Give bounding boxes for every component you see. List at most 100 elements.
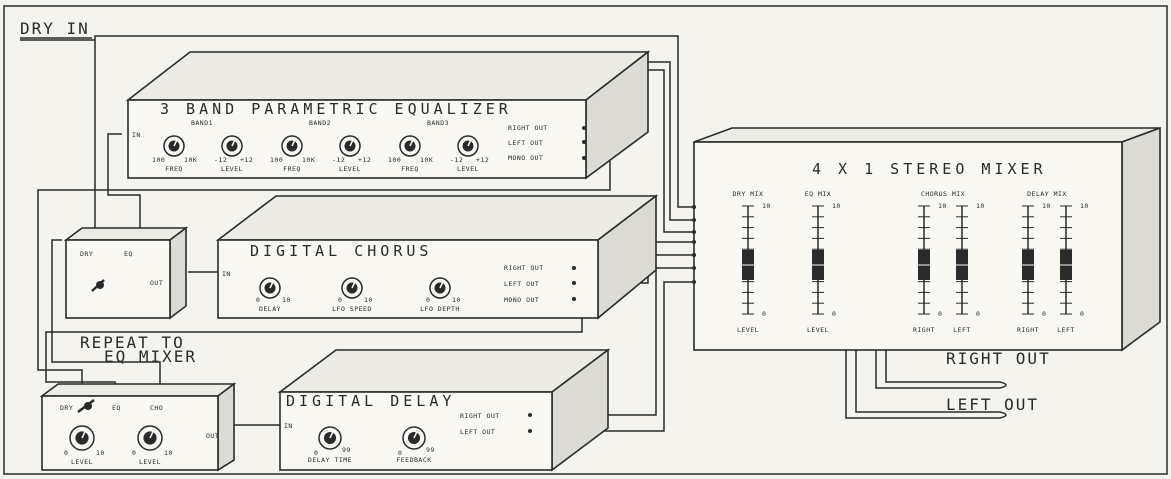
mixer-group-label: DELAY MIX — [1027, 190, 1067, 198]
equalizer-band-label: BAND3 — [427, 119, 449, 127]
toggle-switch-icon[interactable] — [91, 279, 105, 292]
fader-scale-bottom: 0 — [938, 310, 942, 318]
chorus-knob-label: DELAY — [259, 305, 281, 313]
knob-scale: -12 — [332, 156, 345, 164]
level-knob[interactable] — [221, 135, 243, 157]
dry-in-label: DRY IN — [20, 19, 92, 39]
fader-bottom-label: LEVEL — [807, 326, 829, 334]
freq-knob[interactable] — [163, 135, 185, 157]
delay-knob-label: DELAY TIME — [308, 456, 352, 464]
dry-in-text: DRY IN — [20, 19, 90, 38]
equalizer-band-label: BAND2 — [309, 119, 331, 127]
knob-scale: 10K — [302, 156, 315, 164]
repeat-line2: EQ MIXER — [104, 347, 197, 366]
freq-label: FREQ — [283, 165, 301, 173]
fader-scale-bottom: 0 — [1042, 310, 1046, 318]
mixer-group-label: DRY MIX — [733, 190, 764, 198]
level-label: LEVEL — [139, 458, 161, 466]
knob-scale: 100 — [152, 156, 165, 164]
fader-scale-top: 10 — [1080, 202, 1089, 210]
fader[interactable] — [812, 205, 824, 315]
knob-scale: 99 — [426, 446, 435, 454]
fader-scale-top: 10 — [976, 202, 985, 210]
chorus-knob[interactable] — [341, 277, 363, 299]
level-label: LEVEL — [221, 165, 243, 173]
knob-scale: 100 — [270, 156, 283, 164]
fader[interactable] — [918, 205, 930, 315]
chorus-left-out: LEFT OUT — [504, 280, 539, 288]
level-knob[interactable] — [69, 425, 95, 451]
fader-bottom-label: LEFT — [953, 326, 971, 334]
fader-bottom-label: LEFT — [1057, 326, 1075, 334]
level-label: LEVEL — [457, 165, 479, 173]
delay-knob[interactable] — [318, 426, 342, 450]
equalizer-unit: 3 BAND PARAMETRIC EQUALIZER IN BAND1 100 1… — [125, 50, 651, 180]
switch-box-1: DRY EQ OUT — [63, 226, 189, 320]
right-out-label: RIGHT OUT — [946, 349, 1051, 368]
level-label: LEVEL — [339, 165, 361, 173]
level-knob[interactable] — [339, 135, 361, 157]
equalizer-input-label: IN — [132, 131, 141, 139]
delay-knob[interactable] — [402, 426, 426, 450]
equalizer-title: 3 BAND PARAMETRIC EQUALIZER — [160, 100, 512, 118]
knob-scale: -12 — [450, 156, 463, 164]
fader-scale-bottom: 0 — [1080, 310, 1084, 318]
switch1-dry: DRY — [80, 250, 93, 258]
chorus-right-out: RIGHT OUT — [504, 264, 544, 272]
knob-scale: +12 — [240, 156, 253, 164]
chorus-input-label: IN — [222, 270, 231, 278]
knob-scale: +12 — [358, 156, 371, 164]
knob-scale: 0 — [338, 296, 342, 304]
fader-scale-bottom: 0 — [832, 310, 836, 318]
knob-scale: 10K — [420, 156, 433, 164]
diagram-frame — [3, 5, 1168, 475]
equalizer-mono-out: MONO OUT — [508, 154, 543, 162]
freq-label: FREQ — [165, 165, 183, 173]
freq-knob[interactable] — [281, 135, 303, 157]
right-out-text: RIGHT OUT — [946, 349, 1051, 368]
knob-scale: 0 — [256, 296, 260, 304]
chorus-mono-out: MONO OUT — [504, 296, 539, 304]
chorus-knob[interactable] — [429, 277, 451, 299]
knob-scale: +12 — [476, 156, 489, 164]
equalizer-band-label: BAND1 — [191, 119, 213, 127]
knob-scale: 99 — [342, 446, 351, 454]
mixer-title: 4 X 1 STEREO MIXER — [812, 160, 1047, 178]
level-knob[interactable] — [137, 425, 163, 451]
fader-scale-bottom: 0 — [976, 310, 980, 318]
switch2-out: OUT — [206, 432, 219, 440]
chorus-title: DIGITAL CHORUS — [250, 242, 432, 260]
chorus-knob-label: LFO DEPTH — [420, 305, 460, 313]
output-labels: RIGHT OUT LEFT OUT — [946, 349, 1051, 414]
switch1-out: OUT — [150, 279, 163, 287]
delay-left-out: LEFT OUT — [460, 428, 495, 436]
knob-scale: 100 — [388, 156, 401, 164]
knob-scale: 0 — [314, 449, 318, 457]
fader[interactable] — [1060, 205, 1072, 315]
fader-bottom-label: RIGHT — [1017, 326, 1039, 334]
delay-input-label: IN — [284, 422, 293, 430]
freq-knob[interactable] — [399, 135, 421, 157]
toggle-switch-icon[interactable] — [77, 399, 95, 413]
freq-label: FREQ — [401, 165, 419, 173]
delay-title: DIGITAL DELAY — [286, 392, 455, 410]
switch2-dry: DRY — [60, 404, 73, 412]
fader-scale-top: 10 — [762, 202, 771, 210]
fader[interactable] — [1022, 205, 1034, 315]
knob-scale: 0 — [426, 296, 430, 304]
knob-scale: 10 — [282, 296, 291, 304]
level-knob[interactable] — [457, 135, 479, 157]
fader[interactable] — [956, 205, 968, 315]
knob-scale: 0 — [132, 449, 136, 457]
fader[interactable] — [742, 205, 754, 315]
repeat-label: REPEAT TO EQ MIXER — [80, 333, 197, 366]
chorus-knob-label: LFO SPEED — [332, 305, 372, 313]
chorus-knob[interactable] — [259, 277, 281, 299]
knob-scale: 10 — [452, 296, 461, 304]
